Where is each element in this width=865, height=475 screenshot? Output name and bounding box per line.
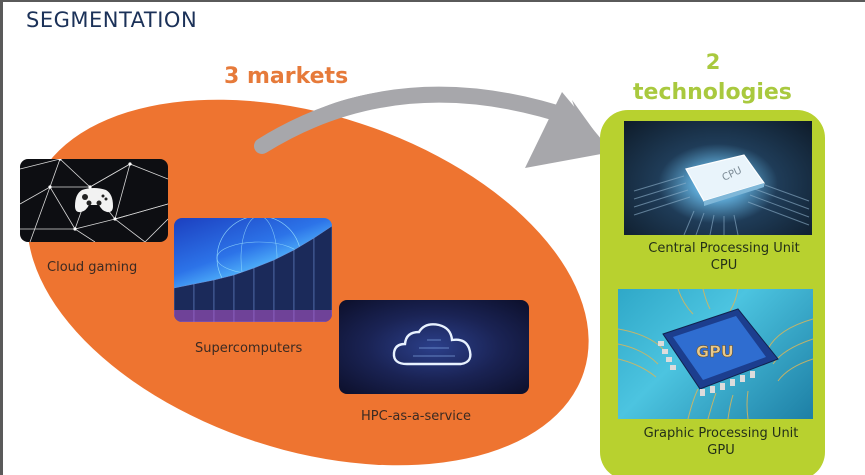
market-label: Cloud gaming xyxy=(47,260,138,275)
technology-gpu: GPU Graphic Processing Unit GPU xyxy=(618,289,813,458)
cloud-icon xyxy=(392,323,472,366)
gpu-chip-image: GPU xyxy=(618,289,813,419)
market-label: Supercomputers xyxy=(195,341,303,356)
game-controller-network-image xyxy=(20,159,168,242)
technologies-count: 2 xyxy=(705,50,721,74)
market-supercomputers: Supercomputers xyxy=(174,218,332,356)
technology-cpu: CPU Central Processing Unit CPU xyxy=(624,121,812,273)
digital-cloud-image xyxy=(339,300,529,394)
network-lines-icon xyxy=(20,159,168,242)
gpu-chip-icon: GPU xyxy=(618,289,813,419)
market-hpc-as-a-service: HPC-as-a-service xyxy=(339,300,529,424)
technologies-heading: technologies xyxy=(633,80,792,105)
server-racks-icon xyxy=(174,218,332,322)
technology-caption: Central Processing Unit CPU xyxy=(604,240,844,274)
technology-abbr: CPU xyxy=(710,258,738,273)
cpu-chip-icon: CPU xyxy=(633,154,810,235)
game-controller-icon xyxy=(75,188,113,213)
technology-name: Graphic Processing Unit xyxy=(643,426,799,441)
slide-title: SEGMENTATION xyxy=(26,8,198,32)
technology-name: Central Processing Unit xyxy=(648,241,800,256)
cpu-chip-image: CPU xyxy=(624,121,812,235)
technology-abbr: GPU xyxy=(707,443,735,458)
svg-text:GPU: GPU xyxy=(696,342,734,361)
markets-heading: 3 markets xyxy=(224,64,349,89)
market-label: HPC-as-a-service xyxy=(361,409,472,424)
server-racks-globe-image xyxy=(174,218,332,322)
technology-caption: Graphic Processing Unit GPU xyxy=(601,425,841,459)
market-cloud-gaming: Cloud gaming xyxy=(20,159,168,275)
